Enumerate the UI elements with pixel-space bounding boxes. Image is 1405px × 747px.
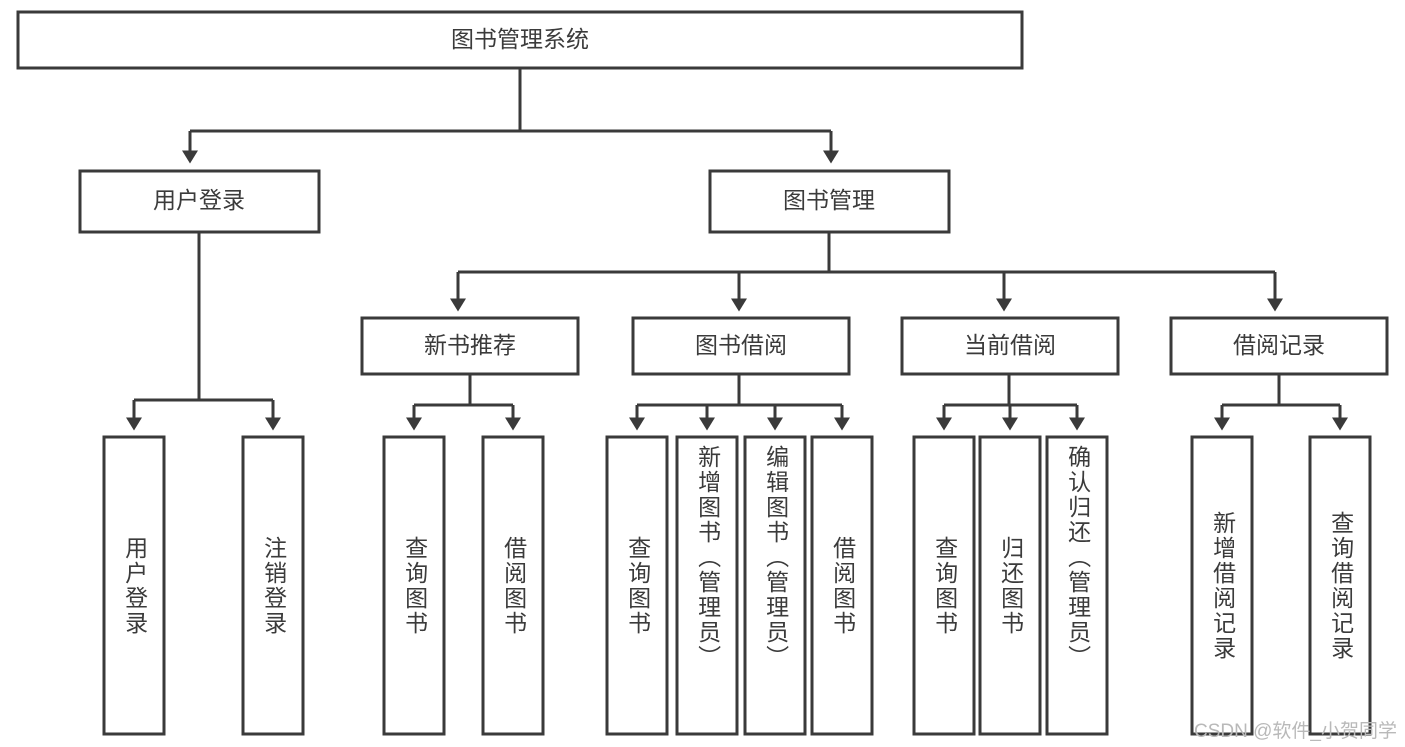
watermark: CSDN @软件_小贺同学 <box>1194 721 1397 742</box>
connector-root-to-level2 <box>182 68 839 164</box>
node-current-borrow[interactable]: 当前借阅 <box>900 316 1120 376</box>
node-borrow-record-label: 借阅记录 <box>1233 332 1325 358</box>
node-new-book-recommend[interactable]: 新书推荐 <box>360 316 580 376</box>
node-book-borrow-label: 图书借阅 <box>695 332 787 358</box>
leaf-box-current-0[interactable] <box>912 435 976 736</box>
leaf-box-record-0[interactable] <box>1190 435 1254 736</box>
node-user-login[interactable]: 用户登录 <box>78 169 321 234</box>
node-new-book-recommend-label: 新书推荐 <box>424 332 516 358</box>
node-borrow-record[interactable]: 借阅记录 <box>1169 316 1389 376</box>
connector-newbook-to-leaves <box>406 374 521 431</box>
node-book-borrow[interactable]: 图书借阅 <box>631 316 851 376</box>
leaf-box-current-1[interactable] <box>978 435 1042 736</box>
node-book-management[interactable]: 图书管理 <box>708 169 951 234</box>
leaf-box-new-book-1[interactable] <box>481 435 545 736</box>
connector-bookborrow-to-leaves <box>629 374 850 431</box>
leaf-box-book-borrow-0[interactable] <box>605 435 669 736</box>
leaf-box-current-2[interactable] <box>1045 435 1109 736</box>
connector-bookmgmt-to-level3 <box>450 232 1283 312</box>
node-user-login-label: 用户登录 <box>153 187 245 213</box>
node-root[interactable]: 图书管理系统 <box>16 10 1024 70</box>
connector-currentborrow-to-leaves <box>936 374 1085 431</box>
node-root-label: 图书管理系统 <box>451 26 589 52</box>
leaf-box-book-borrow-2[interactable] <box>743 435 807 736</box>
leaf-box-book-borrow-3[interactable] <box>810 435 874 736</box>
leaf-box-new-book-0[interactable] <box>382 435 446 736</box>
leaf-box-record-1[interactable] <box>1308 435 1372 736</box>
node-current-borrow-label: 当前借阅 <box>964 332 1056 358</box>
connector-borrowrecord-to-leaves <box>1214 374 1348 431</box>
leaf-box-user-login-0[interactable] <box>102 435 166 736</box>
leaf-box-book-borrow-1[interactable] <box>675 435 739 736</box>
node-book-management-label: 图书管理 <box>783 187 875 213</box>
leaf-box-user-login-1[interactable] <box>241 435 305 736</box>
connector-userlogin-to-leaves <box>126 232 281 431</box>
